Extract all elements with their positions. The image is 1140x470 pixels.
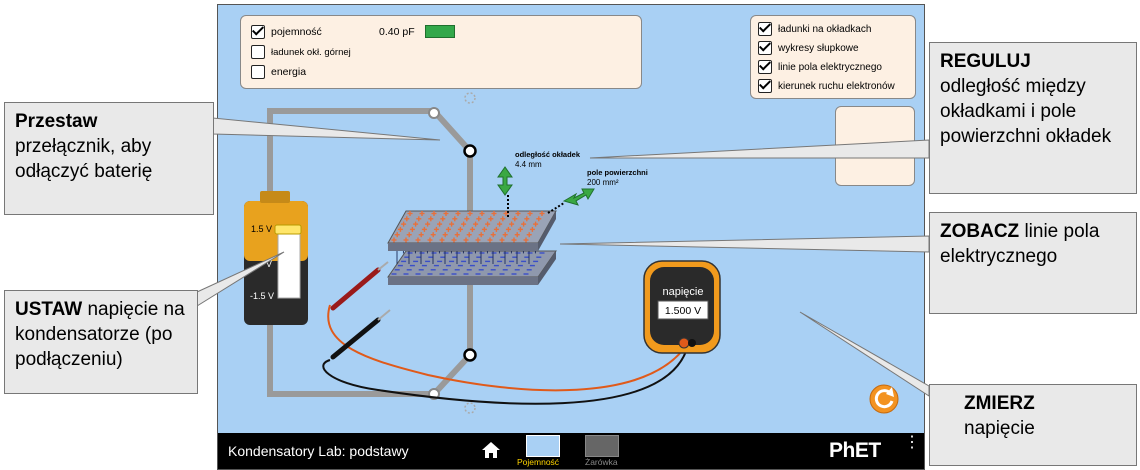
meters-panel: pojemność 0.40 pF ładunek okł. górnej en… bbox=[240, 15, 642, 89]
plate-separation-title: odległość okładek bbox=[515, 150, 581, 159]
capacitance-label: pojemność bbox=[271, 26, 322, 38]
positive-charges bbox=[391, 211, 545, 243]
field-lines-label: linie pola elektrycznego bbox=[778, 61, 882, 73]
callout-measure-bold: ZMIERZ bbox=[964, 393, 1035, 414]
top-plate-charge-label: ładunek okł. górnej bbox=[271, 46, 351, 58]
black-probe-wire bbox=[322, 344, 689, 405]
tab-capacitance[interactable]: Pojemność bbox=[516, 434, 570, 468]
view-options-panel: ładunki na okładkach wykresy słupkowe li… bbox=[750, 15, 916, 99]
bar-graphs-checkbox[interactable]: wykresy słupkowe bbox=[758, 41, 859, 55]
bar-graphs-label: wykresy słupkowe bbox=[778, 42, 859, 54]
callout-measure-text: napięcie bbox=[964, 418, 1035, 439]
switch-contact-bottom[interactable] bbox=[463, 348, 477, 362]
bulb-screen-icon bbox=[585, 435, 619, 457]
plate-area-title: pole powierzchni bbox=[587, 168, 648, 177]
callout-switch: Przestaw przełącznik, aby odłączyć bater… bbox=[4, 102, 214, 215]
electron-flow-label: kierunek ruchu elektronów bbox=[778, 80, 895, 92]
plate-charges-checkbox[interactable]: ładunki na okładkach bbox=[758, 22, 871, 36]
simulation-area: pojemność 0.40 pF ładunek okł. górnej en… bbox=[217, 4, 925, 470]
callout-set-bold: USTAW bbox=[15, 299, 83, 320]
switch-pivot-top[interactable] bbox=[428, 107, 440, 119]
checkbox-box[interactable] bbox=[251, 65, 265, 79]
plate-separation-arrow[interactable] bbox=[497, 166, 513, 196]
callout-switch-text: przełącznik, aby odłączyć baterię bbox=[15, 136, 153, 182]
callout-see-bold: ZOBACZ bbox=[940, 221, 1020, 242]
area-guide bbox=[547, 202, 565, 214]
callout-set-text: napięcie na kondensatorze (po podłączeni… bbox=[15, 299, 185, 370]
plate-area-value: 200 mm² bbox=[587, 178, 619, 187]
callout-measure: ZMIERZ napięcie bbox=[929, 384, 1137, 466]
black-probe[interactable] bbox=[330, 309, 391, 360]
checkbox-box[interactable] bbox=[758, 60, 772, 74]
callout-see-text: linie pola elektrycznego bbox=[940, 221, 1100, 267]
phet-logo[interactable]: PhET bbox=[829, 439, 881, 462]
callout-adjust: REGULUJ odległość między okładkami i pol… bbox=[929, 42, 1137, 194]
checkbox-box[interactable] bbox=[758, 79, 772, 93]
sim-title: Kondensatory Lab: podstawy bbox=[228, 443, 409, 459]
voltmeter-title: napięcie bbox=[663, 286, 704, 298]
red-probe-wire bbox=[327, 304, 689, 392]
energy-label: energia bbox=[271, 66, 307, 78]
capacitor-bottom-plate bbox=[387, 250, 557, 285]
voltmeter-value: 1.500 V bbox=[665, 305, 701, 317]
capacitance-checkbox[interactable]: pojemność bbox=[251, 25, 322, 39]
checkbox-box[interactable] bbox=[758, 41, 772, 55]
electron-flow-checkbox[interactable]: kierunek ruchu elektronów bbox=[758, 79, 895, 93]
field-lines-checkbox[interactable]: linie pola elektrycznego bbox=[758, 60, 882, 74]
voltmeter[interactable] bbox=[643, 260, 721, 354]
switch-contact-top[interactable] bbox=[463, 144, 477, 158]
tab-capacitance-label: Pojemność bbox=[517, 457, 560, 467]
battery-top-label: 1.5 V bbox=[251, 224, 272, 234]
top-plate-charge-checkbox[interactable]: ładunek okł. górnej bbox=[251, 45, 351, 59]
plate-area-arrow[interactable] bbox=[562, 188, 595, 206]
callout-adjust-bold: REGULUJ bbox=[940, 51, 1031, 72]
checkbox-box[interactable] bbox=[758, 22, 772, 36]
capacitance-value: 0.40 pF bbox=[379, 26, 415, 38]
switch-open-top[interactable] bbox=[464, 92, 476, 104]
plate-charges-label: ładunki na okładkach bbox=[778, 23, 872, 35]
capacitance-bar bbox=[425, 25, 455, 38]
checkbox-box[interactable] bbox=[251, 45, 265, 59]
tab-bulb[interactable]: Żarówka bbox=[576, 434, 626, 468]
circuit-diagram: 1.5 V V -1.5 V odległość okładek 4.4 mm bbox=[244, 92, 899, 414]
navigation-bar: Kondensatory Lab: podstawy Pojemność Żar… bbox=[218, 433, 924, 469]
battery bbox=[244, 191, 308, 325]
callout-switch-bold: Przestaw bbox=[15, 111, 98, 132]
checkbox-box[interactable] bbox=[251, 25, 265, 39]
callout-see: ZOBACZ linie pola elektrycznego bbox=[929, 212, 1137, 314]
energy-checkbox[interactable]: energia bbox=[251, 65, 306, 79]
reset-button[interactable] bbox=[869, 384, 899, 414]
negative-charges bbox=[391, 252, 545, 275]
switch-open-bottom[interactable] bbox=[464, 402, 476, 414]
callout-set: USTAW napięcie na kondensatorze (po podł… bbox=[4, 290, 198, 394]
capacitance-screen-icon bbox=[526, 435, 560, 457]
callout-adjust-text: odległość między okładkami i pole powier… bbox=[940, 76, 1112, 147]
plate-separation-value: 4.4 mm bbox=[515, 160, 542, 169]
red-probe[interactable] bbox=[330, 261, 389, 311]
menu-dots-icon[interactable]: ⋮ bbox=[904, 434, 920, 451]
tab-bulb-label: Żarówka bbox=[585, 457, 618, 467]
home-icon[interactable] bbox=[481, 441, 501, 459]
battery-bottom-label: -1.5 V bbox=[250, 291, 274, 301]
battery-mid-label: V bbox=[266, 259, 272, 269]
